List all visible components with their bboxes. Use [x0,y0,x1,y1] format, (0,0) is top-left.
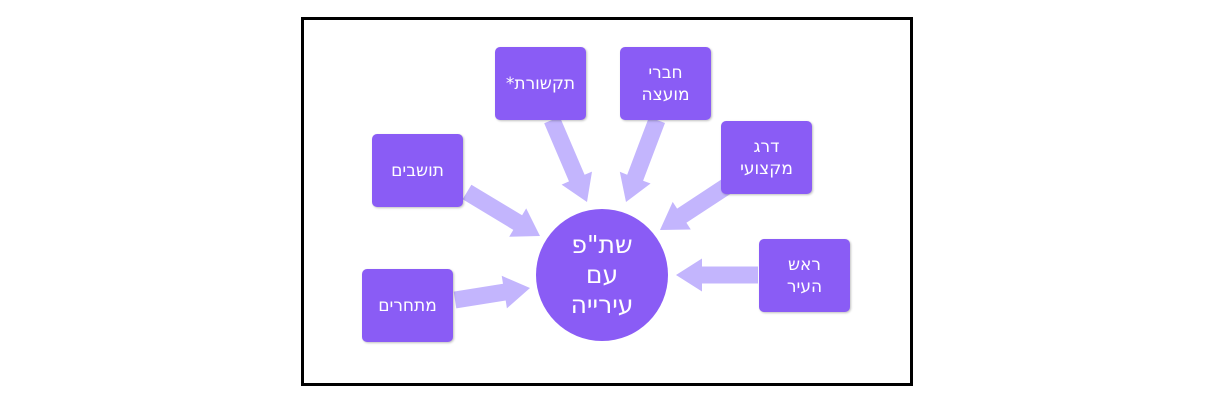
arrow-from-mayor [676,258,758,292]
arrow-from-professional [660,176,735,230]
node-council: חברי מועצה [620,47,711,120]
arrow-from-media [544,116,592,202]
center-circle: שת"פ עם עירייה [536,209,668,341]
node-professional: דרג מקצועי [721,121,812,194]
arrow-from-council [619,117,665,202]
arrow-from-residents [462,184,540,237]
arrow-from-competitors [453,275,530,309]
node-media: תקשורת* [495,47,586,120]
node-residents: תושבים [372,134,463,207]
node-mayor: ראש העיר [759,239,850,312]
node-competitors: מתחרים [362,269,453,342]
